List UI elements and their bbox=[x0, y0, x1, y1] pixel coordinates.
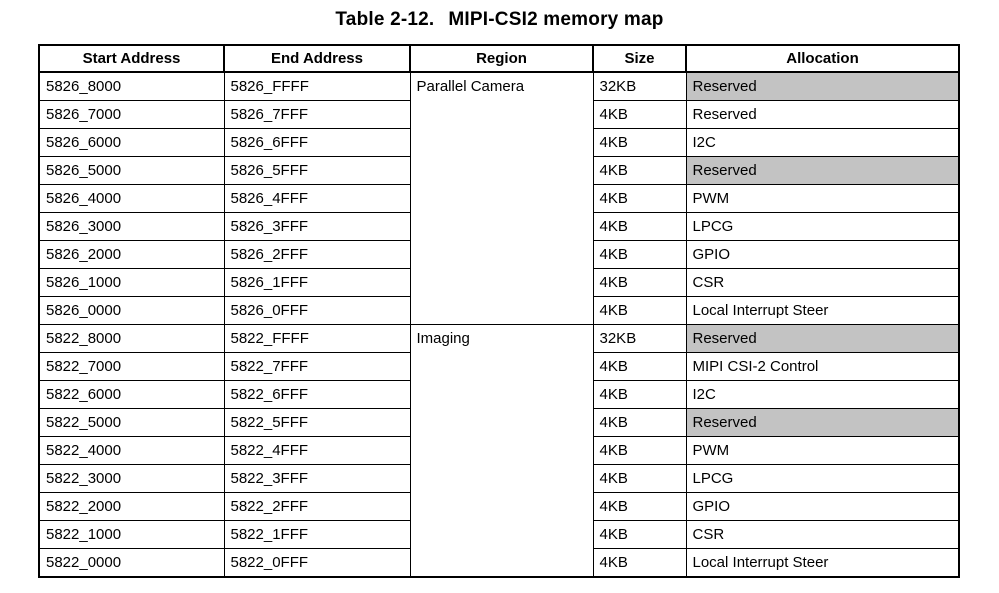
end-address-cell: 5826_4FFF bbox=[223, 184, 411, 213]
header-start-address: Start Address bbox=[38, 44, 225, 73]
size-cell: 4KB bbox=[592, 296, 687, 325]
end-address-cell: 5822_1FFF bbox=[223, 520, 411, 549]
size-cell: 4KB bbox=[592, 380, 687, 409]
memory-map-table: Start Address End Address Region Size Al… bbox=[38, 44, 960, 578]
size-cell: 4KB bbox=[592, 268, 687, 297]
region-cell: Imaging bbox=[409, 324, 594, 578]
end-address-cell: 5822_7FFF bbox=[223, 352, 411, 381]
allocation-cell: I2C bbox=[685, 380, 960, 409]
end-address-cell: 5826_3FFF bbox=[223, 212, 411, 241]
size-cell: 4KB bbox=[592, 464, 687, 493]
table-header-row: Start Address End Address Region Size Al… bbox=[38, 44, 960, 73]
start-address-cell: 5826_6000 bbox=[38, 128, 225, 157]
allocation-cell: MIPI CSI-2 Control bbox=[685, 352, 960, 381]
allocation-cell: GPIO bbox=[685, 492, 960, 521]
start-address-cell: 5822_1000 bbox=[38, 520, 225, 549]
end-address-cell: 5822_3FFF bbox=[223, 464, 411, 493]
region-cell: Parallel Camera bbox=[409, 71, 594, 325]
size-cell: 4KB bbox=[592, 548, 687, 578]
start-address-cell: 5822_5000 bbox=[38, 408, 225, 437]
header-size: Size bbox=[592, 44, 687, 73]
size-cell: 4KB bbox=[592, 212, 687, 241]
allocation-cell: CSR bbox=[685, 520, 960, 549]
size-cell: 4KB bbox=[592, 352, 687, 381]
allocation-cell: Reserved bbox=[685, 71, 960, 101]
start-address-cell: 5826_2000 bbox=[38, 240, 225, 269]
start-address-cell: 5822_8000 bbox=[38, 324, 225, 353]
size-cell: 4KB bbox=[592, 520, 687, 549]
start-address-cell: 5822_4000 bbox=[38, 436, 225, 465]
start-address-cell: 5822_0000 bbox=[38, 548, 225, 578]
start-address-cell: 5826_7000 bbox=[38, 100, 225, 129]
allocation-cell: Reserved bbox=[685, 324, 960, 353]
size-cell: 4KB bbox=[592, 492, 687, 521]
size-cell: 4KB bbox=[592, 184, 687, 213]
start-address-cell: 5826_8000 bbox=[38, 71, 225, 101]
size-cell: 4KB bbox=[592, 436, 687, 465]
start-address-cell: 5826_4000 bbox=[38, 184, 225, 213]
allocation-cell: CSR bbox=[685, 268, 960, 297]
allocation-cell: Local Interrupt Steer bbox=[685, 548, 960, 578]
end-address-cell: 5826_0FFF bbox=[223, 296, 411, 325]
end-address-cell: 5826_2FFF bbox=[223, 240, 411, 269]
table-title-label: MIPI-CSI2 memory map bbox=[448, 9, 664, 30]
end-address-cell: 5822_FFFF bbox=[223, 324, 411, 353]
header-region: Region bbox=[409, 44, 594, 73]
start-address-cell: 5822_6000 bbox=[38, 380, 225, 409]
end-address-cell: 5826_FFFF bbox=[223, 71, 411, 101]
end-address-cell: 5826_1FFF bbox=[223, 268, 411, 297]
size-cell: 4KB bbox=[592, 156, 687, 185]
size-cell: 32KB bbox=[592, 71, 687, 101]
start-address-cell: 5822_2000 bbox=[38, 492, 225, 521]
end-address-cell: 5822_4FFF bbox=[223, 436, 411, 465]
allocation-cell: I2C bbox=[685, 128, 960, 157]
end-address-cell: 5822_5FFF bbox=[223, 408, 411, 437]
page-title: Table 2-12. MIPI-CSI2 memory map bbox=[0, 9, 999, 31]
end-address-cell: 5822_6FFF bbox=[223, 380, 411, 409]
allocation-cell: LPCG bbox=[685, 212, 960, 241]
allocation-cell: LPCG bbox=[685, 464, 960, 493]
end-address-cell: 5826_5FFF bbox=[223, 156, 411, 185]
start-address-cell: 5826_3000 bbox=[38, 212, 225, 241]
end-address-cell: 5822_2FFF bbox=[223, 492, 411, 521]
start-address-cell: 5826_1000 bbox=[38, 268, 225, 297]
size-cell: 4KB bbox=[592, 100, 687, 129]
header-end-address: End Address bbox=[223, 44, 411, 73]
size-cell: 32KB bbox=[592, 324, 687, 353]
end-address-cell: 5826_7FFF bbox=[223, 100, 411, 129]
header-allocation: Allocation bbox=[685, 44, 960, 73]
end-address-cell: 5822_0FFF bbox=[223, 548, 411, 578]
allocation-cell: Reserved bbox=[685, 156, 960, 185]
table-number-label: Table 2-12. bbox=[335, 9, 435, 30]
size-cell: 4KB bbox=[592, 240, 687, 269]
allocation-cell: PWM bbox=[685, 436, 960, 465]
allocation-cell: Local Interrupt Steer bbox=[685, 296, 960, 325]
start-address-cell: 5826_5000 bbox=[38, 156, 225, 185]
allocation-cell: Reserved bbox=[685, 408, 960, 437]
allocation-cell: PWM bbox=[685, 184, 960, 213]
size-cell: 4KB bbox=[592, 128, 687, 157]
allocation-cell: Reserved bbox=[685, 100, 960, 129]
start-address-cell: 5826_0000 bbox=[38, 296, 225, 325]
allocation-cell: GPIO bbox=[685, 240, 960, 269]
start-address-cell: 5822_3000 bbox=[38, 464, 225, 493]
end-address-cell: 5826_6FFF bbox=[223, 128, 411, 157]
start-address-cell: 5822_7000 bbox=[38, 352, 225, 381]
size-cell: 4KB bbox=[592, 408, 687, 437]
